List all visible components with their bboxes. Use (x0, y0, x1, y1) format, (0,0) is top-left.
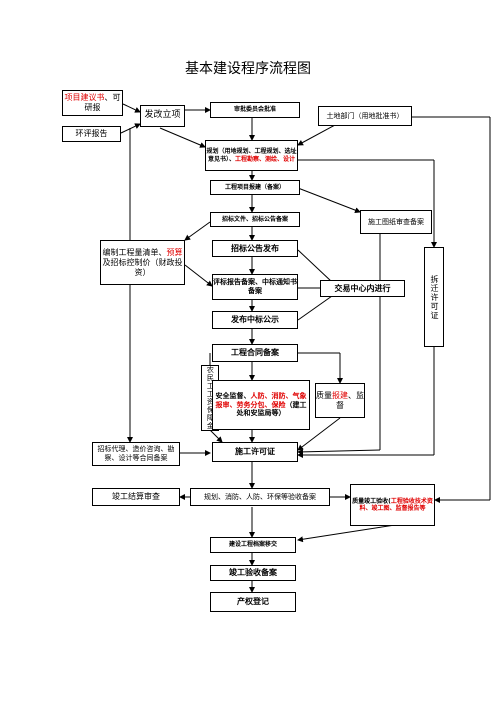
node-huanping: 环评报告 (62, 126, 121, 142)
node-jiesuan: 竣工结算审查 (92, 488, 180, 506)
node-jiaoyi: 交易中心内进行 (320, 280, 405, 297)
node-project-proposal-red: 项目建议书 (64, 93, 105, 102)
node-zhiliang-red: 报建 (332, 390, 348, 400)
node-hetong: 工程合同备案 (212, 344, 298, 362)
node-anquan-black1: 安全监督、 (215, 391, 251, 400)
node-zhaobiao-file: 招标文件、招标公告备案 (210, 212, 300, 227)
node-faburesult: 发布中标公示 (212, 311, 298, 329)
node-jungong: 竣工验收备案 (210, 565, 296, 581)
node-land: 土地部门（用地批准书） (318, 106, 412, 126)
node-planning-red: 工程勘察、测绘、设计 (235, 155, 296, 163)
page-title: 基本建设程序流程图 (185, 61, 311, 77)
node-xukezheng: 施工许可证 (212, 442, 298, 462)
node-project-proposal: 项目建议书、可研报 (62, 90, 123, 116)
node-zhaobiao-daili: 招标代理、造价咨询、勘察、设计等合同备案 (92, 442, 180, 466)
node-guihua-yanshou: 规划、消防、人防、环保等验收备案 (190, 488, 330, 506)
node-zhiliang-yanshou-red: 工程验收技术资料、竣工图、监督报告等 (359, 497, 433, 513)
node-chanquan: 产权登记 (210, 592, 296, 612)
node-fagai: 发改立项 (140, 105, 185, 127)
node-dangan: 建设工程档案移交 (210, 537, 296, 553)
node-bianzhi-black2: 及招标控制价（财政投资） (102, 257, 183, 277)
node-planning: 规划（用地规划、工程规划、选址意见书）、工程勘察、测绘、设计 (205, 140, 298, 171)
node-planning-black: 规划（用地规划、工程规划、选址意见书）、 (206, 148, 297, 163)
node-bianzhi: 编制工程量清单、预算及招标控制价（财政投资） (100, 240, 185, 285)
node-bianzhi-black1: 编制工程量清单、 (102, 247, 167, 257)
node-shigongtu: 施工图纸审查备案 (360, 210, 432, 234)
node-bianzhi-red: 预算 (166, 247, 183, 257)
node-zhiliang-yanshou-black: 质量竣工验收( (352, 497, 391, 505)
node-anquan: 安全监督、人防、消防、气象报审、劳务分包、保险（建工处和安监局等） (212, 380, 310, 430)
node-zhiliang-black2: 、监督 (336, 390, 364, 410)
node-shenpi: 审批委员会批准 (210, 102, 300, 118)
node-pingbiao: 评标报告备案、中标通知书备案 (212, 274, 298, 300)
node-zhiliang-yanshou: 质量竣工验收(工程验收技术资料、竣工图、监督报告等 (350, 484, 435, 526)
node-chaiqian: 拆迁许可证 (424, 247, 444, 347)
node-zhiliang-black1: 质量 (316, 390, 332, 400)
node-baojian: 工程项目报建（备案） (210, 180, 300, 195)
node-anquan-black2: （建工处和安监局等） (236, 400, 307, 418)
node-zhiliang: 质量报建、监督 (315, 383, 365, 418)
node-anquan-red: 人防、消防、气象报审、劳务分包、保险 (215, 391, 307, 409)
node-project-proposal-black: 、可研报 (84, 93, 121, 112)
node-gonggao: 招标公告发布 (212, 240, 298, 257)
